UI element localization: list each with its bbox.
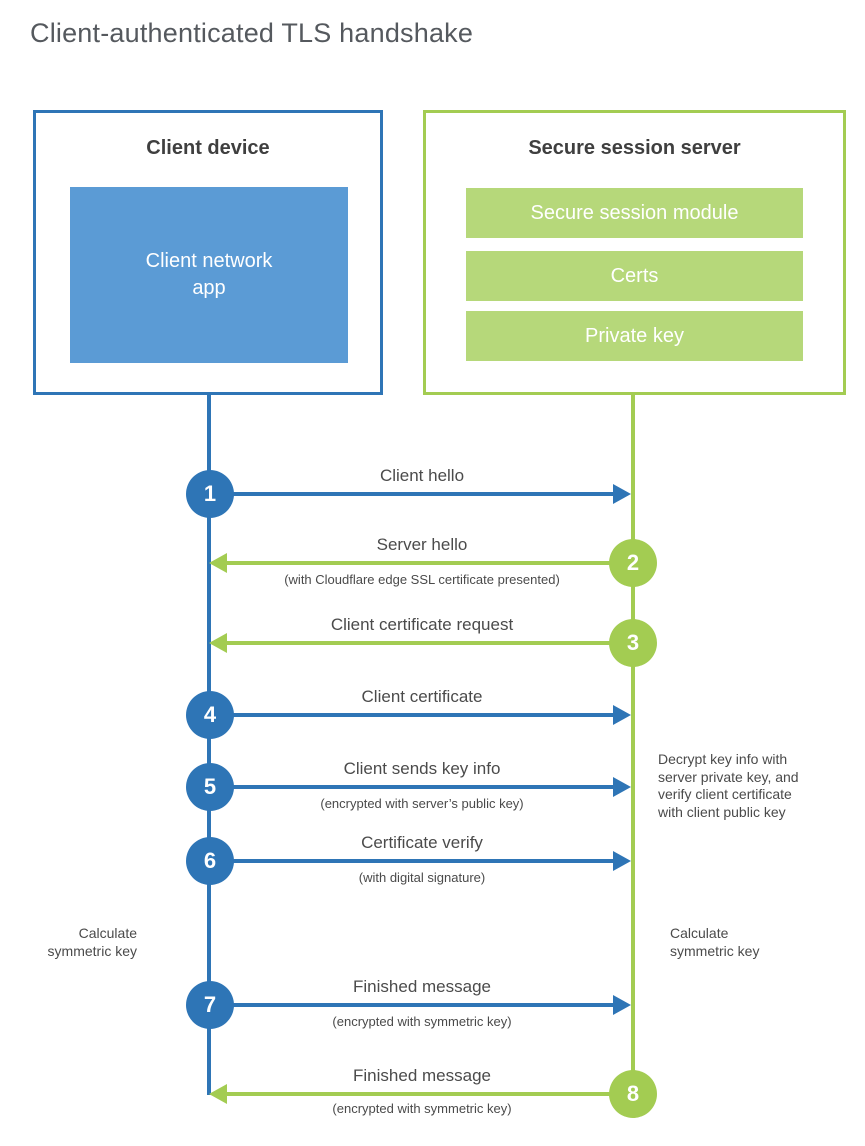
step-number-2: 2 [626,550,640,575]
arrow-step-6 [209,851,631,871]
arrowhead-left-icon [209,633,227,653]
decrypt-key-info-note: Decrypt key info with server private key… [658,751,799,820]
secure-session-server-box: Secure session server Secure session mod… [423,110,846,395]
arrow-label-step-1: Client hello [379,466,465,485]
step-number-1: 1 [203,481,217,506]
client-device-title: Client device [146,137,270,159]
server-lifeline [631,394,635,1074]
calculate-symmetric-key-note-server: Calculate symmetric key [670,925,760,959]
arrow-label-step-3: Client certificate request [330,615,514,634]
arrow-sublabel-step-2: (with Cloudflare edge SSL certificate pr… [284,572,560,587]
secure-session-server-title: Secure session server [528,137,741,159]
calculate-symmetric-key-note-client: Calculate symmetric key [47,925,137,959]
step-number-5: 5 [203,774,217,799]
arrowhead-right-icon [613,995,631,1015]
step-circle-5: 5 [186,763,234,811]
step-number-8: 8 [626,1081,640,1106]
arrowhead-right-icon [613,705,631,725]
step-circle-6: 6 [186,837,234,885]
arrow-label-step-2: Server hello [376,535,468,554]
step-circle-3: 3 [609,619,657,667]
server-module-certs: Certs [466,251,803,301]
arrow-step-3 [209,633,633,653]
arrow-step-5 [209,777,631,797]
arrowhead-right-icon [613,777,631,797]
arrow-label-step-5: Client sends key info [343,759,501,778]
arrow-sublabel-step-5: (encrypted with server’s public key) [320,796,524,811]
arrowhead-left-icon [209,553,227,573]
step-circle-8: 8 [609,1070,657,1118]
arrow-label-step-7: Finished message [353,977,491,996]
server-module-private-key: Private key [466,311,803,361]
client-lifeline [207,394,211,1095]
step-number-7: 7 [203,992,217,1017]
step-circle-2: 2 [609,539,657,587]
step-number-6: 6 [203,848,217,873]
step-number-3: 3 [626,630,640,655]
arrow-step-7 [209,995,631,1015]
step-circle-4: 4 [186,691,234,739]
arrowhead-right-icon [613,851,631,871]
arrow-sublabel-step-6: (with digital signature) [358,870,486,885]
server-module-secure-session-module: Secure session module [466,188,803,238]
arrow-label-step-8: Finished message [353,1066,491,1085]
arrow-label-step-4: Client certificate [361,687,483,706]
arrow-step-4 [209,705,631,725]
client-network-app-box: Client network app [70,187,348,363]
arrow-step-8 [209,1084,633,1104]
arrow-step-1 [209,484,631,504]
step-circle-1: 1 [186,470,234,518]
page-title: Client-authenticated TLS handshake [30,18,474,48]
arrow-step-2 [209,553,633,573]
arrowhead-right-icon [613,484,631,504]
arrowhead-left-icon [209,1084,227,1104]
arrow-label-step-6: Certificate verify [361,833,483,852]
arrow-sublabel-step-7: (encrypted with symmetric key) [332,1014,512,1029]
step-number-4: 4 [203,702,217,727]
step-circle-7: 7 [186,981,234,1029]
arrow-sublabel-step-8: (encrypted with symmetric key) [332,1101,512,1116]
client-device-box: Client device Client network app [33,110,383,395]
